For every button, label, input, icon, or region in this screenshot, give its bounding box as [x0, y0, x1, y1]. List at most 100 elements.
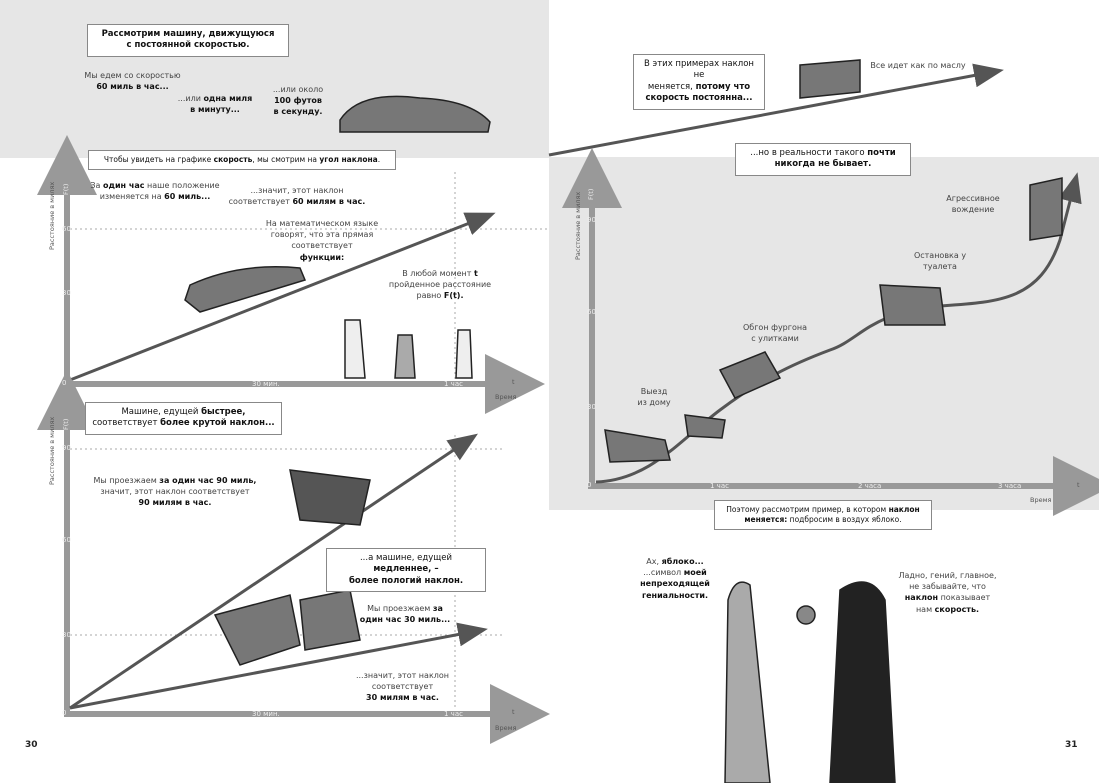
t: ...значит, этот наклон [355, 671, 450, 680]
b: F(t). [443, 291, 464, 301]
t: . [377, 155, 381, 164]
b: наклон [904, 593, 939, 603]
graph3-xtick-2h: 2 часа [858, 482, 882, 490]
b: потому что [695, 81, 751, 92]
graph2-ytick-60: 60 [62, 536, 71, 544]
graph2-ytick-30: 30 [62, 631, 71, 639]
t: На математическом языке [265, 219, 379, 228]
t: Поэтому рассмотрим пример, в котором [726, 505, 887, 514]
apple-illustration [796, 605, 816, 625]
smooth-note: Все идет как по маслу [870, 61, 966, 70]
graph1-y-label: Расстояние в милях [48, 181, 56, 250]
graph2-line-90mph [69, 433, 478, 710]
b: наклон [888, 505, 920, 514]
graph2-ytick-90: 90 [62, 444, 71, 452]
t: наше положение [147, 181, 220, 190]
suv-overtake-illustration [718, 351, 782, 399]
b: более пологий наклон. [348, 575, 464, 586]
slope-caption: Чтобы увидеть на графике скорость, мы см… [88, 150, 396, 171]
t: Чтобы увидеть на графике [103, 155, 212, 164]
t: Мы едем со скоростью [84, 71, 181, 80]
graph1-ytick-30: 30 [62, 289, 71, 297]
atv-illustration [289, 469, 371, 526]
graph3-ytick-30: 30 [587, 403, 596, 411]
suv-top-illustration [799, 59, 861, 99]
b: 60 милям в час. [292, 197, 366, 207]
t: подбросим в воздух яблоко. [789, 515, 902, 525]
graph2-x-var: t [512, 708, 515, 716]
newton-illustration [724, 581, 771, 783]
convertible-car-top-illustration [339, 95, 491, 133]
scientist-right-illustration [455, 329, 473, 379]
b: скорость [213, 155, 253, 164]
b: в минуту... [190, 105, 240, 115]
apple-caption: Поэтому рассмотрим пример, в котором нак… [714, 500, 932, 531]
intro-line2: с постоянной скоростью. [126, 40, 250, 51]
b: 60 миль... [164, 192, 211, 202]
b: одна миля [203, 94, 253, 103]
intro-caption: Рассмотрим машину, движущуюся с постоянн… [87, 24, 289, 57]
b: в секунду. [273, 107, 323, 117]
t: В этих примерах наклон не [644, 59, 754, 81]
t: Мы проезжаем [93, 476, 157, 485]
label-aggressive: Агрессивное вождение [946, 194, 1000, 215]
page-number-left: 30 [25, 740, 38, 750]
t: соответствует [92, 418, 158, 429]
b: меняется: [744, 515, 788, 525]
b: скорость. [934, 604, 980, 614]
b: непреходящей [640, 579, 710, 589]
b: 30 милям в час. [366, 693, 439, 703]
label-overtake: Обгон фургона с улитками [743, 323, 807, 344]
slower-caption: ...а машине, едущей медленнее, –более по… [326, 548, 486, 593]
b: никогда не бывает. [774, 159, 872, 170]
graph3-x-var: t [1077, 481, 1080, 489]
t: говорят, что эта прямая [270, 230, 374, 240]
constant-slope-line [548, 63, 1004, 157]
graph3-y-label: Расстояние в милях [574, 191, 582, 260]
t: ...символ [643, 568, 682, 578]
t: нам [915, 604, 933, 614]
graph3-fname: F(t) [587, 188, 595, 200]
graph2-x-label: Время [495, 724, 517, 732]
graph1-fname: F(t) [62, 183, 70, 195]
t: , мы смотрим на [252, 155, 318, 164]
graph1-note3: На математическом языке говорят, что эта … [262, 218, 382, 263]
b: за один час 90 миль, [159, 476, 257, 485]
b: 100 футов [274, 96, 322, 106]
b: за [432, 604, 443, 613]
graph1-x-var: t [512, 378, 515, 386]
graph2-fast-note: Мы проезжаем за один час 90 миль,значит,… [85, 475, 265, 509]
graph3-ytick-90: 90 [587, 216, 596, 224]
t: Ах, [646, 557, 660, 566]
t: Мы проезжаем [367, 604, 431, 613]
graph2-xtick-30min: 30 мин. [252, 710, 280, 718]
t: В любой момент [402, 269, 472, 278]
graph3-xtick-1h: 1 час [710, 482, 729, 490]
label-stop: Остановка у туалета [913, 251, 967, 272]
graph1-ytick-0: 0 [62, 379, 67, 387]
graph3-ytick-60: 60 [587, 308, 596, 316]
graph1-axes [37, 135, 549, 414]
b: один час 30 миль... [359, 615, 451, 625]
b: моей [683, 568, 707, 578]
graph2-ytick-0: 0 [62, 709, 67, 717]
graph3-trip-curve [595, 172, 1082, 484]
truck-cab-illustration [299, 589, 361, 651]
t: изменяется на [99, 192, 162, 202]
snail-van-illustration [684, 414, 726, 439]
graph1-x-label: Время [495, 393, 517, 401]
b: 90 милям в час. [138, 498, 212, 508]
b: яблоко... [661, 557, 704, 566]
convertible-car-graph1-illustration [184, 266, 307, 313]
dump-truck-illustration [213, 594, 301, 666]
t: соответствует [371, 682, 434, 692]
